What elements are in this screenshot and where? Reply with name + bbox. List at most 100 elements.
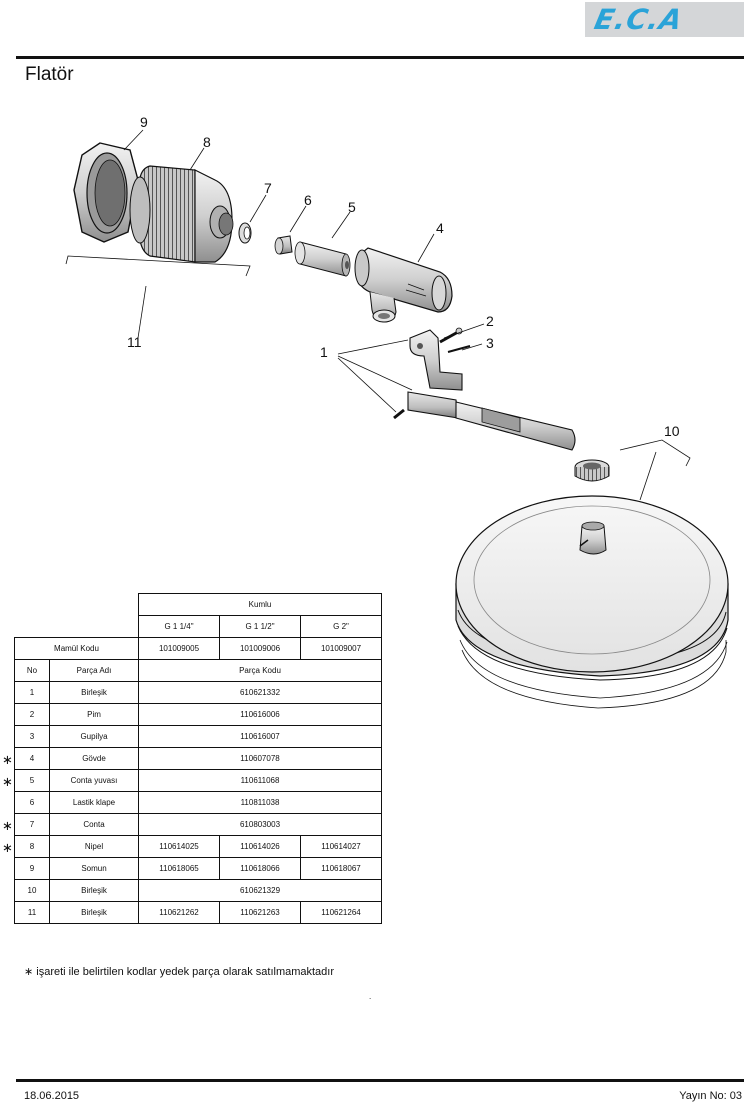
part-code: 110607078 (138, 747, 382, 770)
part-code: 110621262 (138, 901, 220, 924)
part-3-cotter (447, 345, 471, 353)
part-code: 110611068 (138, 769, 382, 792)
part-1-lever-assembly (393, 329, 576, 451)
part-7-gasket (238, 222, 252, 244)
part-2-pin (439, 327, 463, 344)
part-number: 1 (14, 681, 50, 704)
part-name: Conta yuvası (49, 769, 139, 792)
part-name: Somun (49, 857, 139, 880)
part-8-nipple (129, 165, 234, 263)
part-code: 610621332 (138, 681, 382, 704)
part-code: 110618065 (138, 857, 220, 880)
footer-rule (16, 1079, 744, 1082)
part-number: 10 (14, 879, 50, 902)
part-name: Gövde (49, 747, 139, 770)
part-code: 110618066 (219, 857, 301, 880)
part-name: Pim (49, 703, 139, 726)
size-header: G 1 1/2" (219, 615, 301, 638)
footnote: ∗ işareti ile belirtilen kodlar yedek pa… (24, 966, 335, 978)
header-rule (16, 56, 744, 59)
part-name: Lastik klape (49, 791, 139, 814)
part-name: Birleşik (49, 901, 139, 924)
column-header-name: Parça Adı (49, 659, 139, 682)
product-code: 101009006 (219, 637, 301, 660)
callout-11: 11 (127, 334, 142, 350)
group-header: Kumlu (138, 593, 382, 616)
part-6-rubber-flap (274, 235, 293, 255)
part-code: 110616006 (138, 703, 382, 726)
footer-date: 18.06.2015 (24, 1090, 80, 1102)
star-marker: ∗ (2, 773, 13, 789)
product-code: 101009007 (300, 637, 382, 660)
table-row-group: Kumlu (15, 593, 382, 616)
table-row-product-code: Mamül Kodu 101009005 101009006 101009007 (14, 637, 382, 660)
brand-logo: E.C.A (585, 2, 744, 37)
part-10-float (455, 459, 729, 709)
table-header-row: No Parça Adı Parça Kodu (14, 659, 382, 682)
part-number: 11 (14, 901, 50, 924)
footer-revision: Yayın No: 03 (679, 1090, 742, 1102)
size-header: G 1 1/4" (138, 615, 220, 638)
part-code: 110614027 (300, 835, 382, 858)
callout-7: 7 (264, 180, 272, 196)
part-number: 2 (14, 703, 50, 726)
callout-leaders (65, 129, 691, 501)
part-code: 110811038 (138, 791, 382, 814)
callout-2: 2 (486, 313, 494, 329)
part-number: 7 (14, 813, 50, 836)
part-code: 110621263 (219, 901, 301, 924)
part-number: 8 (14, 835, 50, 858)
part-code: 610621329 (138, 879, 382, 902)
part-number: 4 (14, 747, 50, 770)
part-number: 5 (14, 769, 50, 792)
part-name: Nipel (49, 835, 139, 858)
callout-9: 9 (140, 114, 148, 130)
part-code: 110614025 (138, 835, 220, 858)
part-name: Birleşik (49, 681, 139, 704)
parts-table: Kumlu G 1 1/4" G 1 1/2" G 2" Mamül Kodu … (14, 593, 382, 924)
column-header-code: Parça Kodu (138, 659, 382, 682)
star-marker: ∗ (2, 817, 13, 833)
callout-10: 10 (664, 423, 680, 439)
part-name: Conta (49, 813, 139, 836)
part-name: Birleşik (49, 879, 139, 902)
table-row-sizes: G 1 1/4" G 1 1/2" G 2" (15, 615, 382, 638)
part-code: 110618067 (300, 857, 382, 880)
page-title: Flatör (25, 64, 74, 85)
part-code: 110616007 (138, 725, 382, 748)
callout-5: 5 (348, 199, 356, 215)
product-code: 101009005 (138, 637, 220, 660)
callout-1: 1 (320, 344, 328, 360)
part-name: Gupilya (49, 725, 139, 748)
part-number: 6 (14, 791, 50, 814)
exploded-parts-diagram: 9 8 7 6 5 4 2 3 1 11 10 (65, 114, 729, 709)
callout-8: 8 (203, 134, 211, 150)
column-header-no: No (14, 659, 50, 682)
callout-4: 4 (436, 220, 444, 236)
star-marker: ∗ (2, 839, 13, 855)
callout-6: 6 (304, 192, 312, 208)
size-header: G 2" (300, 615, 382, 638)
part-code: 110621264 (300, 901, 382, 924)
stray-dot: . (369, 992, 372, 1001)
product-code-label: Mamül Kodu (14, 637, 139, 660)
part-code: 110614026 (219, 835, 301, 858)
part-9-nut (73, 142, 139, 243)
star-marker: ∗ (2, 751, 13, 767)
callout-3: 3 (486, 335, 494, 351)
part-4-body (354, 247, 453, 323)
part-5-gasket-seat (294, 241, 351, 277)
part-number: 3 (14, 725, 50, 748)
